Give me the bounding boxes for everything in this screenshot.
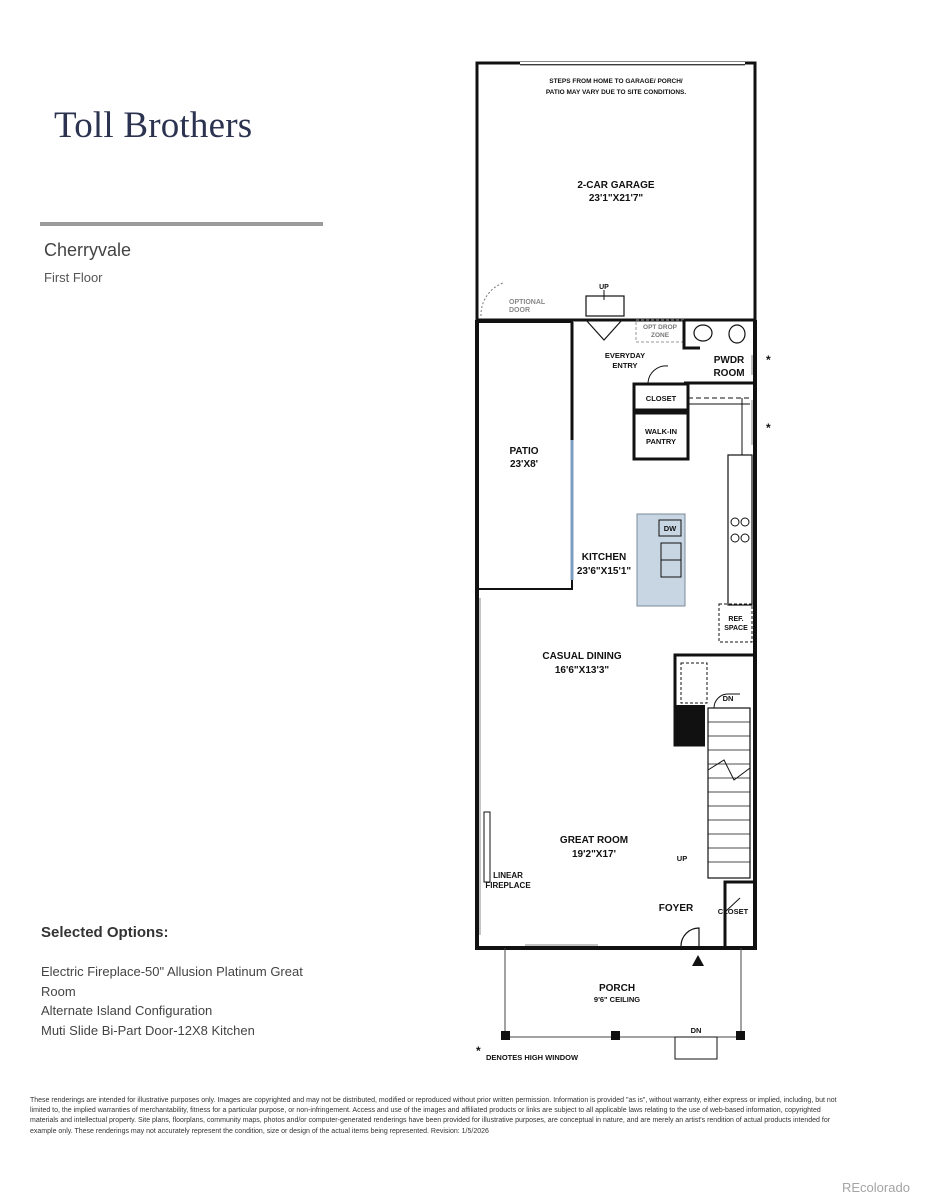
powder-room-label: PWDR bbox=[714, 355, 745, 366]
opt-drop-zone-label: OPT DROP bbox=[643, 324, 678, 331]
garage-step bbox=[585, 295, 625, 317]
floor-plan: STEPS FROM HOME TO GARAGE/ PORCH/ PATIO … bbox=[475, 61, 771, 1062]
burner-icon bbox=[740, 533, 750, 543]
kitchen-counter bbox=[727, 454, 753, 606]
toll-brothers-logo: Toll Brothers bbox=[54, 105, 253, 146]
fireplace-label: FIREPLACE bbox=[485, 881, 531, 890]
great-room-label: GREAT ROOM bbox=[560, 835, 628, 846]
optional-door-swing bbox=[480, 282, 504, 317]
dishwasher-label: DW bbox=[664, 524, 677, 533]
garage-walls bbox=[475, 61, 757, 322]
stair-landing-arc bbox=[713, 693, 740, 709]
option-item: Electric Fireplace-50" Allusion Platinum… bbox=[41, 964, 303, 999]
garage-dimensions: 23'1"X21'7" bbox=[589, 193, 644, 204]
foyer-label: FOYER bbox=[659, 903, 694, 914]
selected-options-title: Selected Options: bbox=[41, 924, 169, 941]
windows bbox=[479, 355, 753, 946]
garage-note: STEPS FROM HOME TO GARAGE/ PORCH/ bbox=[549, 78, 683, 85]
recolorado-watermark: REcolorado bbox=[842, 1180, 910, 1195]
foyer-closet-label: CLOSET bbox=[718, 907, 749, 916]
high-window-marker: * bbox=[766, 421, 771, 435]
model-name: Cherryvale bbox=[44, 240, 132, 260]
front-door-swing bbox=[680, 927, 700, 947]
casual-dining-dimensions: 16'6"X13'3" bbox=[555, 665, 610, 676]
porch-column bbox=[611, 1031, 620, 1040]
burner-icon bbox=[730, 517, 740, 527]
stairs-down-label: DN bbox=[723, 694, 734, 703]
entry-door-swing bbox=[585, 319, 623, 341]
kitchen-dimensions: 23'6"X15'1" bbox=[577, 566, 632, 577]
toilet-icon bbox=[728, 324, 746, 344]
entry-triangle-icon bbox=[692, 955, 704, 966]
fireplace-label: LINEAR bbox=[493, 871, 523, 880]
sink-bowl bbox=[660, 559, 682, 578]
closet-label: CLOSET bbox=[646, 394, 677, 403]
porch-column bbox=[501, 1031, 510, 1040]
great-room-dimensions: 19'2"X17' bbox=[572, 849, 616, 860]
pantry-walls bbox=[632, 411, 690, 461]
powder-room-wall bbox=[682, 320, 700, 350]
optional-door-label: DOOR bbox=[509, 307, 530, 314]
burner-icon bbox=[730, 533, 740, 543]
ref-space-label: SPACE bbox=[724, 625, 748, 632]
porch-column bbox=[736, 1031, 745, 1040]
high-window-legend: DENOTES HIGH WINDOW bbox=[486, 1053, 579, 1062]
garage-label: 2-CAR GARAGE bbox=[577, 180, 655, 191]
optional-door-label: OPTIONAL bbox=[509, 299, 546, 306]
selected-options-list: Electric Fireplace-50" Allusion Platinum… bbox=[41, 962, 341, 1040]
kitchen-label: KITCHEN bbox=[582, 552, 626, 563]
legal-disclaimer: These renderings are intended for illust… bbox=[30, 1097, 837, 1135]
house-outer-walls bbox=[475, 320, 757, 950]
powder-room-label: ROOM bbox=[713, 368, 744, 379]
patio-dimensions: 23'X8' bbox=[510, 459, 538, 470]
ref-space-label: REF. bbox=[728, 616, 743, 623]
porch-label: PORCH bbox=[599, 983, 635, 994]
garage-note: PATIO MAY VARY DUE TO SITE CONDITIONS. bbox=[546, 89, 687, 96]
closet-door-swing bbox=[724, 897, 741, 913]
patio-label: PATIO bbox=[509, 446, 538, 457]
casual-dining-label: CASUAL DINING bbox=[542, 651, 621, 662]
everyday-entry-label: EVERYDAY bbox=[605, 351, 645, 360]
burner-icon bbox=[740, 517, 750, 527]
porch-outline bbox=[504, 948, 742, 1038]
legend-asterisk: * bbox=[476, 1044, 481, 1058]
stair-wall-solid bbox=[675, 705, 705, 745]
option-item: Muti Slide Bi-Part Door-12X8 Kitchen bbox=[41, 1022, 255, 1038]
sink-icon bbox=[693, 324, 713, 342]
garage-up-label: UP bbox=[599, 284, 609, 291]
closet-walls bbox=[632, 382, 690, 412]
stair-treads bbox=[708, 721, 750, 863]
walk-in-pantry-label: WALK-IN bbox=[645, 427, 677, 436]
header-divider bbox=[40, 222, 323, 226]
porch-steps-label: DN bbox=[691, 1026, 702, 1035]
stair-closet bbox=[680, 662, 708, 704]
stair-break-line bbox=[707, 759, 751, 781]
closet-door-swing bbox=[647, 365, 669, 385]
opt-drop-zone-label: ZONE bbox=[651, 332, 670, 339]
option-item: Alternate Island Configuration bbox=[41, 1003, 213, 1018]
stairs bbox=[707, 707, 751, 879]
refrigerator-space bbox=[718, 603, 753, 643]
linear-fireplace bbox=[483, 811, 491, 883]
floor-name: First Floor bbox=[44, 270, 103, 285]
foyer-closet-walls bbox=[723, 880, 755, 948]
porch-steps bbox=[674, 1036, 718, 1060]
everyday-entry-label: ENTRY bbox=[612, 361, 637, 370]
dishwasher bbox=[658, 519, 682, 537]
porch-ceiling-label: 9'6" CEILING bbox=[594, 995, 640, 1004]
walk-in-pantry-label: PANTRY bbox=[646, 437, 676, 446]
high-window-marker: * bbox=[766, 353, 771, 367]
stairs-up-label: UP bbox=[677, 854, 687, 863]
